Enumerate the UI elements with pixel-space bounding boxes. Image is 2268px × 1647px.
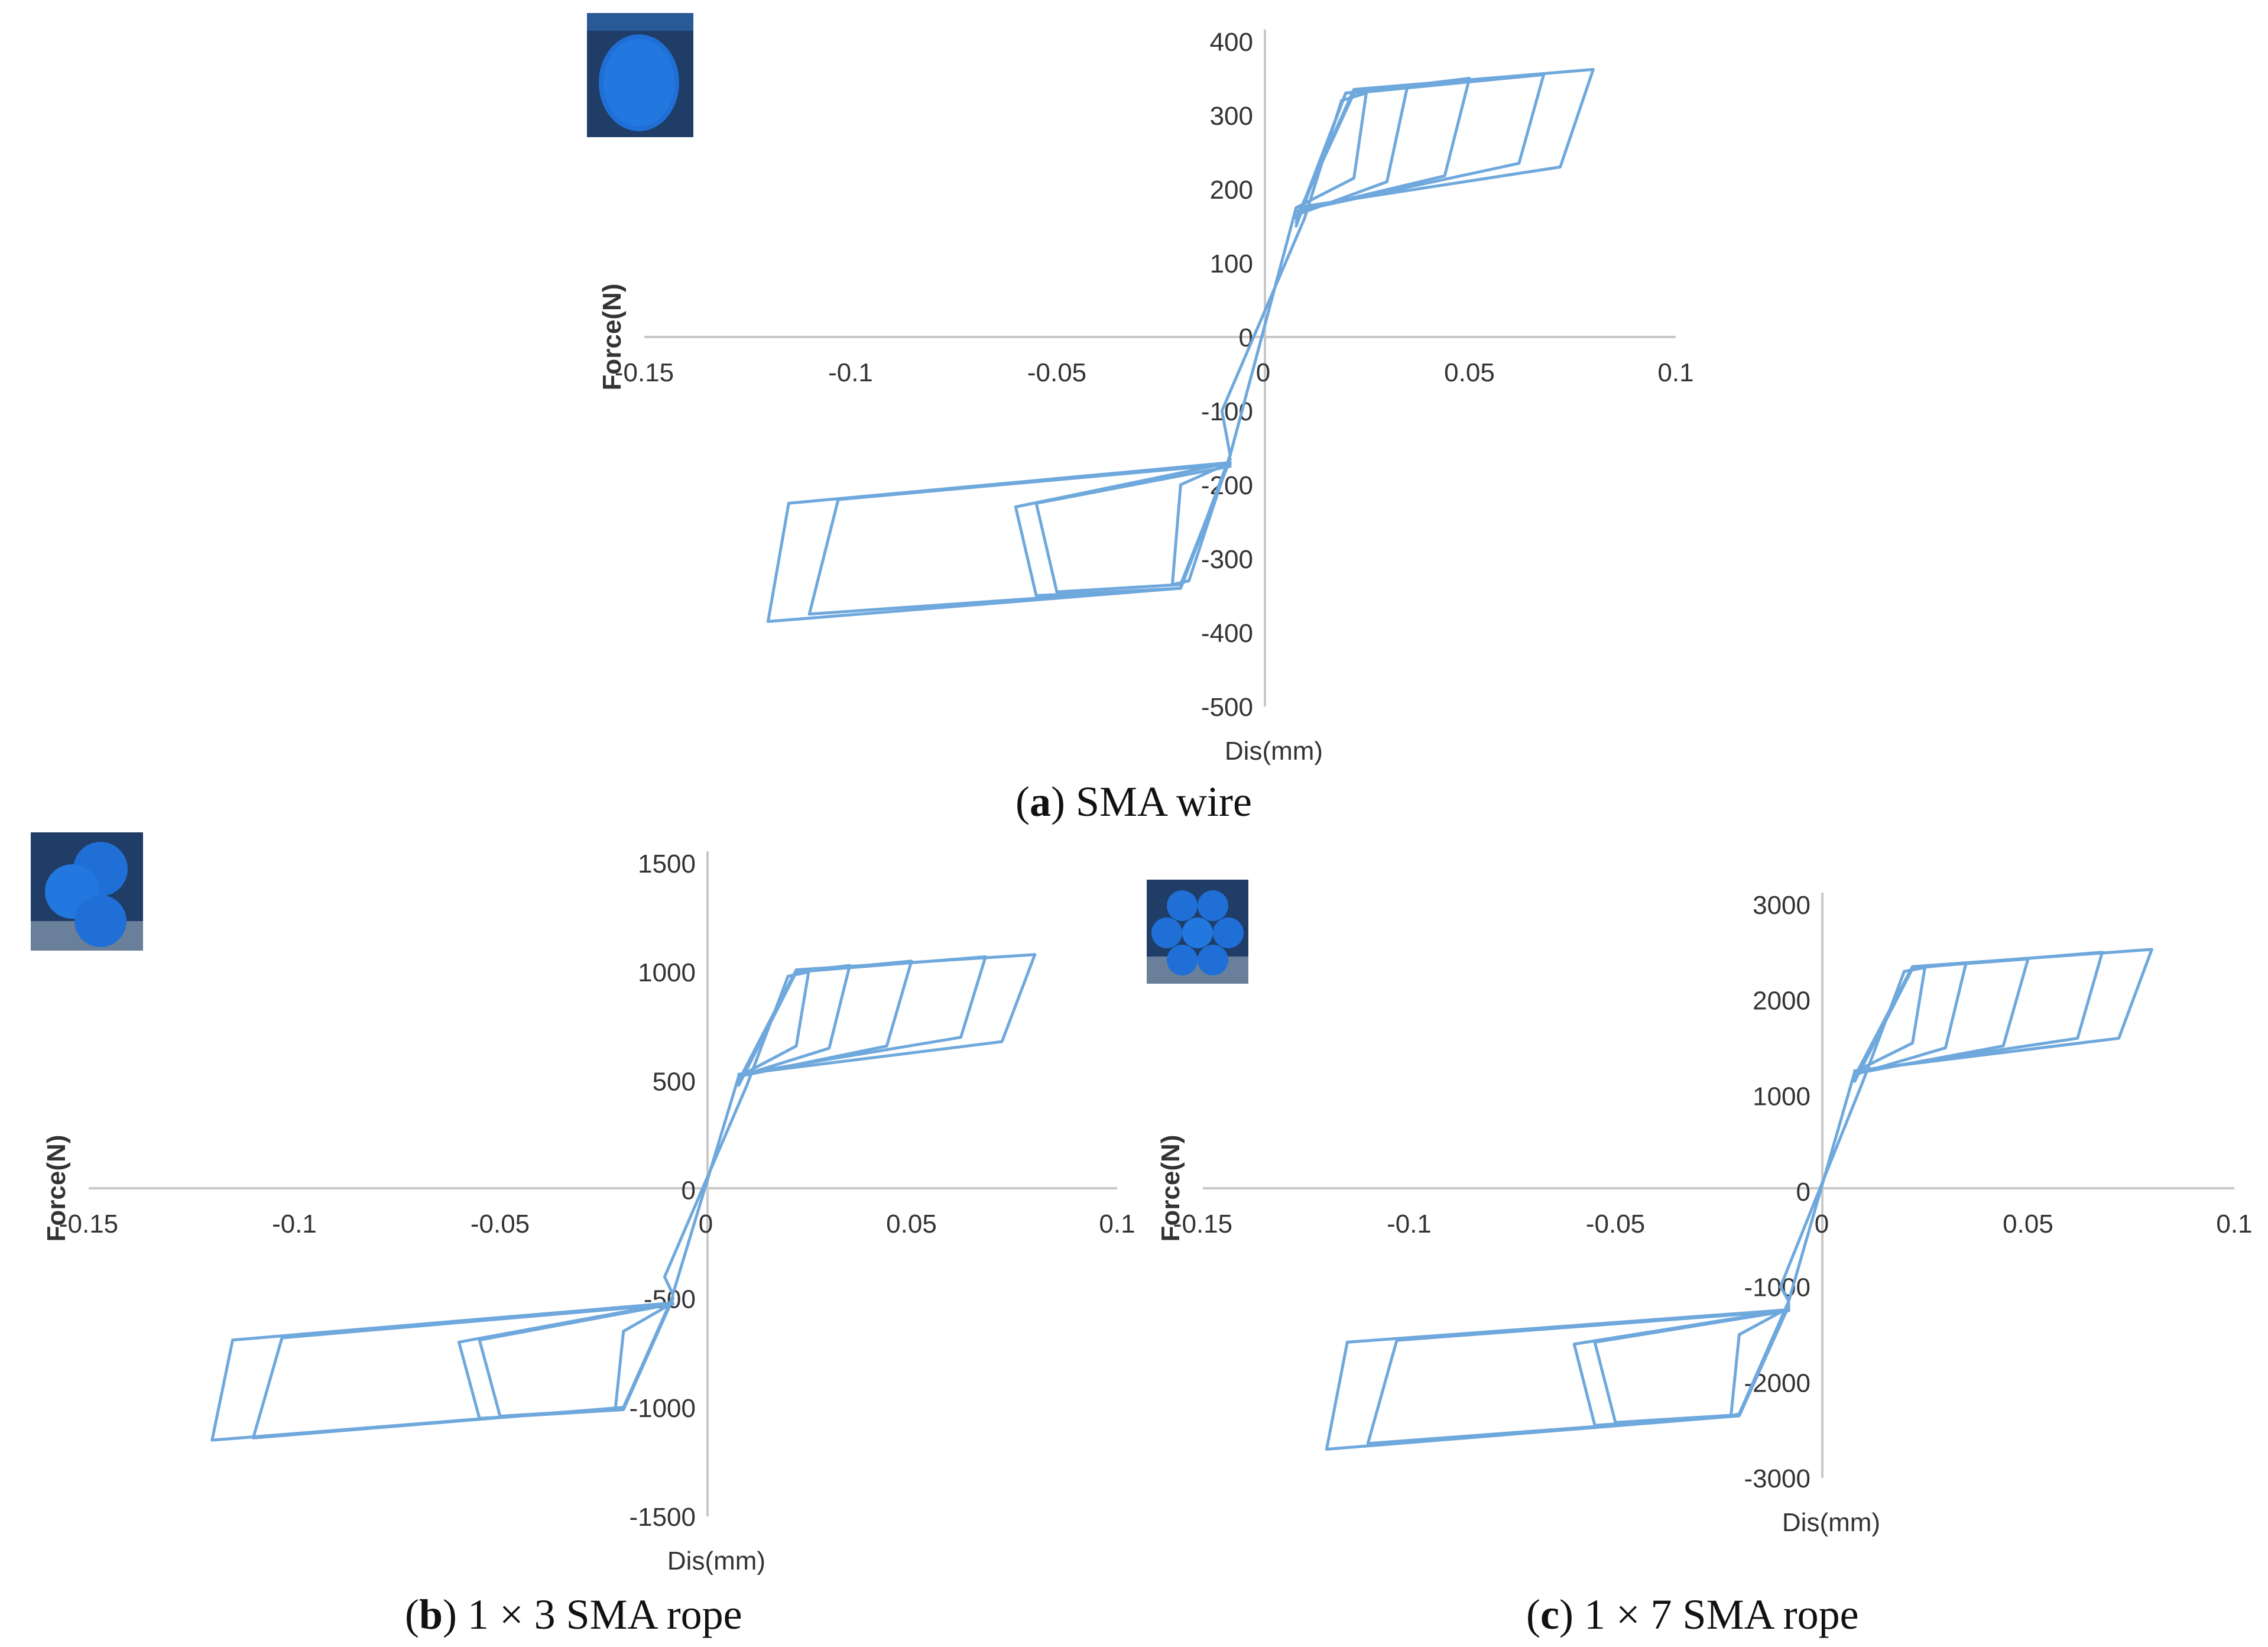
chart-b-y-tick-label: 500 bbox=[653, 1067, 696, 1096]
chart-b-x-tick-label: -0.1 bbox=[272, 1210, 317, 1239]
caption-b: (b) 1 × 3 SMA rope bbox=[405, 1591, 742, 1638]
chart-b-y-tick-label: -1500 bbox=[629, 1503, 696, 1532]
chart-c-y-tick-label: -1000 bbox=[1744, 1273, 1810, 1302]
chart-c-x-tick-label: 0.1 bbox=[2216, 1210, 2252, 1239]
chart-a-y-tick-label: 300 bbox=[1210, 102, 1253, 131]
chart-c-y-axis-label: Force(N) bbox=[1156, 1135, 1185, 1242]
chart-a-y-tick-label: -300 bbox=[1201, 545, 1253, 574]
chart-c-y-tick-label: -3000 bbox=[1744, 1464, 1810, 1493]
chart-c-y-tick-label: 2000 bbox=[1753, 987, 1810, 1016]
chart-b-x-tick-label: -0.05 bbox=[471, 1210, 530, 1239]
chart-a-x-tick-label: -0.15 bbox=[615, 358, 674, 387]
chart-b-hysteresis-loop bbox=[663, 970, 810, 1296]
chart-c-x-tick-label: -0.05 bbox=[1586, 1210, 1645, 1239]
chart-a-x-tick-label: -0.1 bbox=[828, 358, 873, 387]
chart-a-x-tick-label: 0 bbox=[1256, 358, 1270, 387]
chart-b-x-tick-label: 0.05 bbox=[886, 1210, 937, 1239]
chart-b-hysteresis-loop bbox=[737, 953, 1037, 1082]
chart-a-y-tick-label: 400 bbox=[1210, 28, 1253, 57]
chart-a-x-tick-label: 0.1 bbox=[1657, 358, 1693, 387]
chart-c-x-tick-label: 0 bbox=[1815, 1210, 1829, 1239]
caption-c: (c) 1 × 7 SMA rope bbox=[1526, 1591, 1859, 1638]
chart-b-x-tick-label: 0 bbox=[699, 1210, 713, 1239]
single-wire-cross-section-icon bbox=[587, 13, 693, 137]
chart-c-y-tick-label: 0 bbox=[1796, 1178, 1810, 1207]
chart-a-y-axis-label: Force(N) bbox=[598, 284, 627, 391]
chart-a-y-tick-label: 200 bbox=[1210, 176, 1253, 205]
chart-a-hysteresis-loop bbox=[1294, 68, 1595, 221]
chart-b-y-tick-label: 0 bbox=[682, 1176, 696, 1205]
seven-strand-rope-cross-section-icon bbox=[1147, 880, 1248, 984]
chart-c-x-axis-label: Dis(mm) bbox=[1782, 1508, 1880, 1537]
chart-b-y-tick-label: 1000 bbox=[638, 958, 696, 987]
chart-c-y-tick-label: 3000 bbox=[1753, 891, 1810, 920]
chart-a-y-tick-label: -200 bbox=[1201, 471, 1253, 500]
chart-a-y-tick-label: -400 bbox=[1201, 619, 1253, 648]
chart-b-x-axis-label: Dis(mm) bbox=[667, 1547, 765, 1575]
chart-b-y-axis-label: Force(N) bbox=[42, 1135, 71, 1242]
chart-b-y-tick-label: 1500 bbox=[638, 850, 696, 878]
chart-a-y-tick-label: -500 bbox=[1201, 693, 1253, 722]
chart-c-x-tick-label: -0.1 bbox=[1387, 1210, 1432, 1239]
chart-c-x-tick-label: 0.05 bbox=[2003, 1210, 2053, 1239]
chart-a-hysteresis-loop bbox=[1220, 92, 1368, 457]
chart-c-hysteresis-loop bbox=[1779, 966, 1926, 1303]
chart-c-hysteresis-loop bbox=[1366, 1304, 1790, 1445]
chart-a-x-tick-label: 0.05 bbox=[1444, 358, 1495, 387]
chart-a-x-tick-label: -0.05 bbox=[1027, 358, 1086, 387]
chart-c-hysteresis-loop bbox=[1853, 948, 2153, 1078]
chart-b-x-tick-label: -0.15 bbox=[59, 1210, 118, 1239]
caption-a: (a) SMA wire bbox=[1015, 778, 1252, 825]
chart-a-hysteresis-loop bbox=[807, 457, 1232, 616]
chart-b-y-tick-label: -1000 bbox=[629, 1394, 696, 1423]
chart-a-x-axis-label: Dis(mm) bbox=[1225, 737, 1323, 766]
chart-b-hysteresis-loop bbox=[251, 1297, 674, 1439]
chart-b-x-tick-label: 0.1 bbox=[1099, 1210, 1135, 1239]
chart-c-x-tick-label: -0.15 bbox=[1173, 1210, 1232, 1239]
chart-a-y-tick-label: 100 bbox=[1210, 249, 1253, 278]
chart-c-hysteresis-loop bbox=[1853, 951, 2104, 1079]
three-strand-rope-cross-section-icon bbox=[31, 832, 143, 951]
chart-c-y-tick-label: 1000 bbox=[1753, 1082, 1810, 1111]
